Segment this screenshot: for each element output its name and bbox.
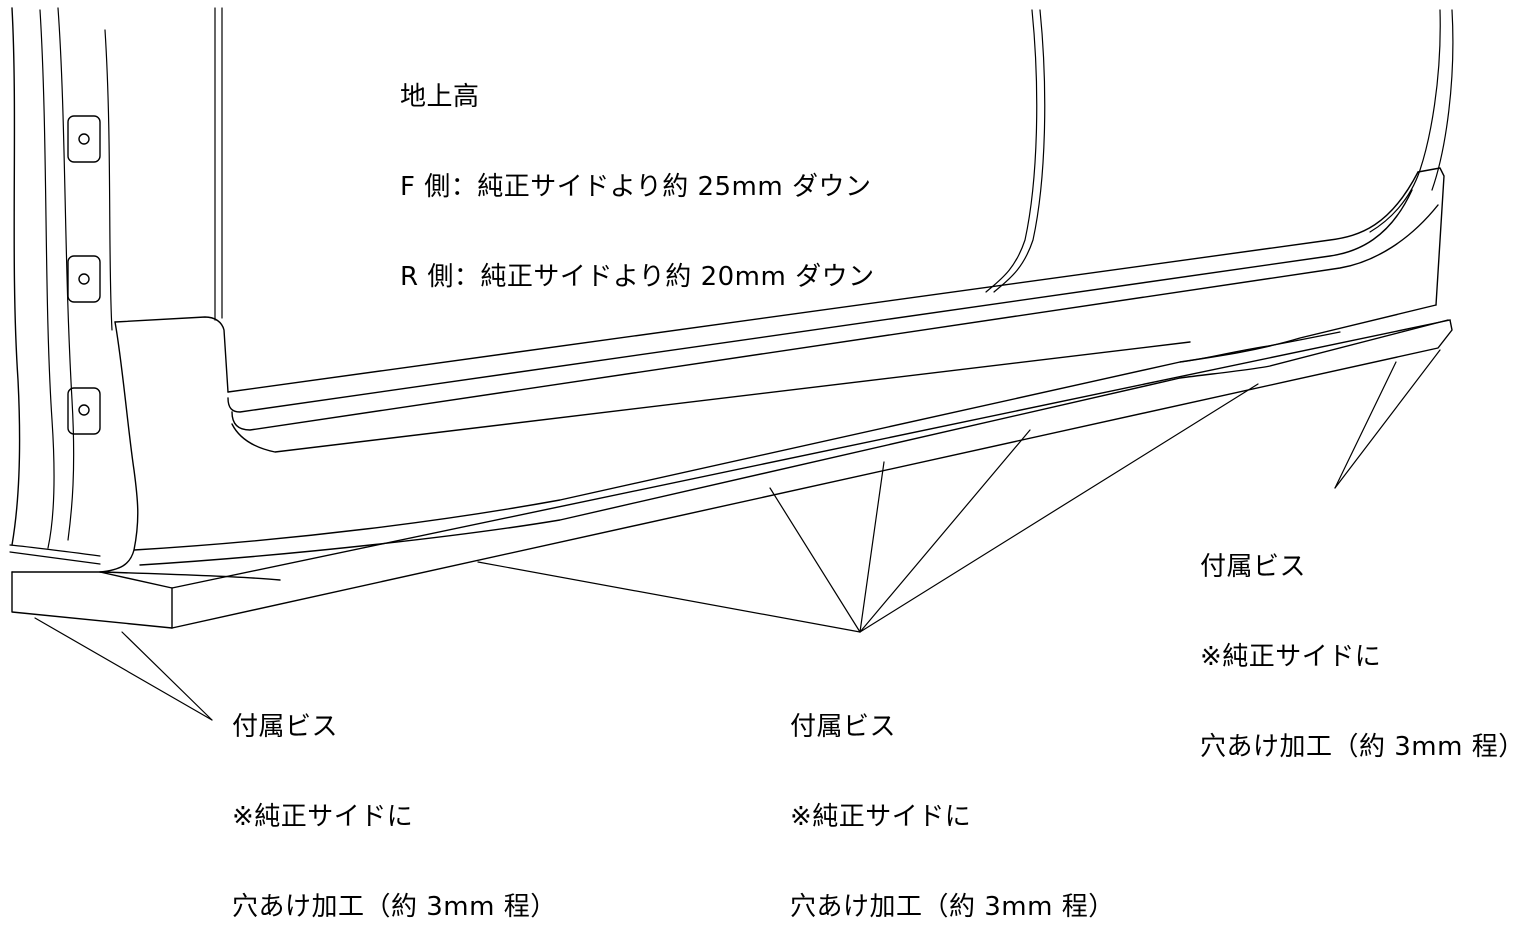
note-right-line1: 付属ビス: [1200, 552, 1307, 582]
pillar-clips: [67, 115, 101, 435]
note-center-line2: ※純正サイドに: [790, 802, 972, 832]
left-pillar: [9, 7, 223, 565]
side-skirt-drawing: [9, 7, 1454, 721]
screw-note-right: 付属ビス ※純正サイドに 穴あけ加工（約 3mm 程）: [1200, 492, 1525, 792]
note-left-line3: 穴あけ加工（約 3mm 程）: [232, 892, 557, 922]
screw-note-left: 付属ビス ※純正サイドに 穴あけ加工（約 3mm 程）: [232, 652, 557, 952]
ride-height-rear: R 側：純正サイドより約 20mm ダウン: [400, 262, 875, 292]
note-left-line1: 付属ビス: [232, 712, 339, 742]
door-edge: [985, 9, 1046, 293]
ride-height-title: 地上高: [400, 82, 480, 112]
note-center-line1: 付属ビス: [790, 712, 897, 742]
leader-lines-right: [1334, 349, 1441, 489]
note-left-line2: ※純正サイドに: [232, 802, 414, 832]
rear-fender: [1369, 9, 1454, 306]
screw-note-center: 付属ビス ※純正サイドに 穴あけ加工（約 3mm 程）: [790, 652, 1115, 952]
note-right-line2: ※純正サイドに: [1200, 642, 1382, 672]
side-skirt: [11, 171, 1453, 629]
ride-height-front: F 側：純正サイドより約 25mm ダウン: [400, 172, 872, 202]
leader-lines-center: [477, 383, 1259, 633]
note-right-line3: 穴あけ加工（約 3mm 程）: [1200, 732, 1525, 762]
ride-height-note: 地上高 F 側：純正サイドより約 25mm ダウン R 側：純正サイドより約 2…: [400, 22, 875, 322]
leader-lines-left: [34, 617, 213, 721]
note-center-line3: 穴あけ加工（約 3mm 程）: [790, 892, 1115, 922]
